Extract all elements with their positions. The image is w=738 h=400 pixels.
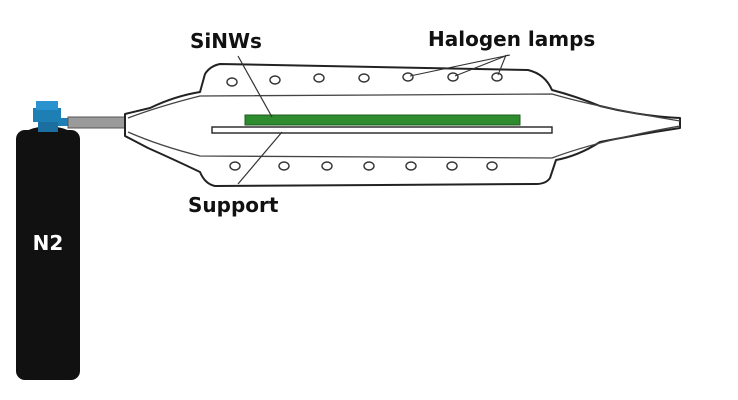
halogen-lamp-icon — [491, 72, 503, 82]
halogen-lamp-icon — [278, 161, 290, 171]
cylinder-shoulder — [16, 127, 80, 150]
halogen-lamp-icon — [486, 161, 498, 171]
halogen-lamp-icon — [226, 77, 238, 87]
valve-icon — [33, 101, 70, 126]
halogen-lamp-icon — [269, 75, 281, 85]
lamp-row-bottom — [229, 161, 498, 171]
tube-inner-top — [127, 93, 681, 122]
support-leader-line — [237, 131, 283, 185]
valve-knob — [36, 101, 58, 110]
lamp-row-top — [226, 72, 503, 87]
halogen-lamp-icon — [446, 161, 458, 171]
gas-pipe — [67, 116, 129, 129]
valve-body — [33, 108, 61, 122]
halogen-lamp-icon — [405, 161, 417, 171]
gas-cylinder-label: N2 — [33, 231, 64, 255]
halogen-lamp-icon — [321, 161, 333, 171]
halogen-lamp-icon — [402, 72, 414, 82]
valve-outlet — [58, 118, 70, 126]
lamp-leader-lines — [409, 54, 511, 77]
support-label: Support — [188, 193, 279, 217]
sinws-sample — [244, 114, 521, 126]
cylinder-body — [16, 130, 80, 380]
gas-cylinder-icon: N2 — [16, 118, 80, 380]
tube-inner-bottom — [127, 125, 681, 159]
sinws-leader-line — [237, 55, 273, 118]
halogen-lamp-icon — [313, 73, 325, 83]
halogen-lamp-icon — [363, 161, 375, 171]
halogen-lamps-label: Halogen lamps — [428, 27, 595, 51]
halogen-lamp-icon — [358, 73, 370, 83]
halogen-lamp-icon — [447, 72, 459, 82]
support-plate — [211, 126, 553, 134]
halogen-lamp-icon — [229, 161, 241, 171]
sinws-label: SiNWs — [190, 29, 262, 53]
